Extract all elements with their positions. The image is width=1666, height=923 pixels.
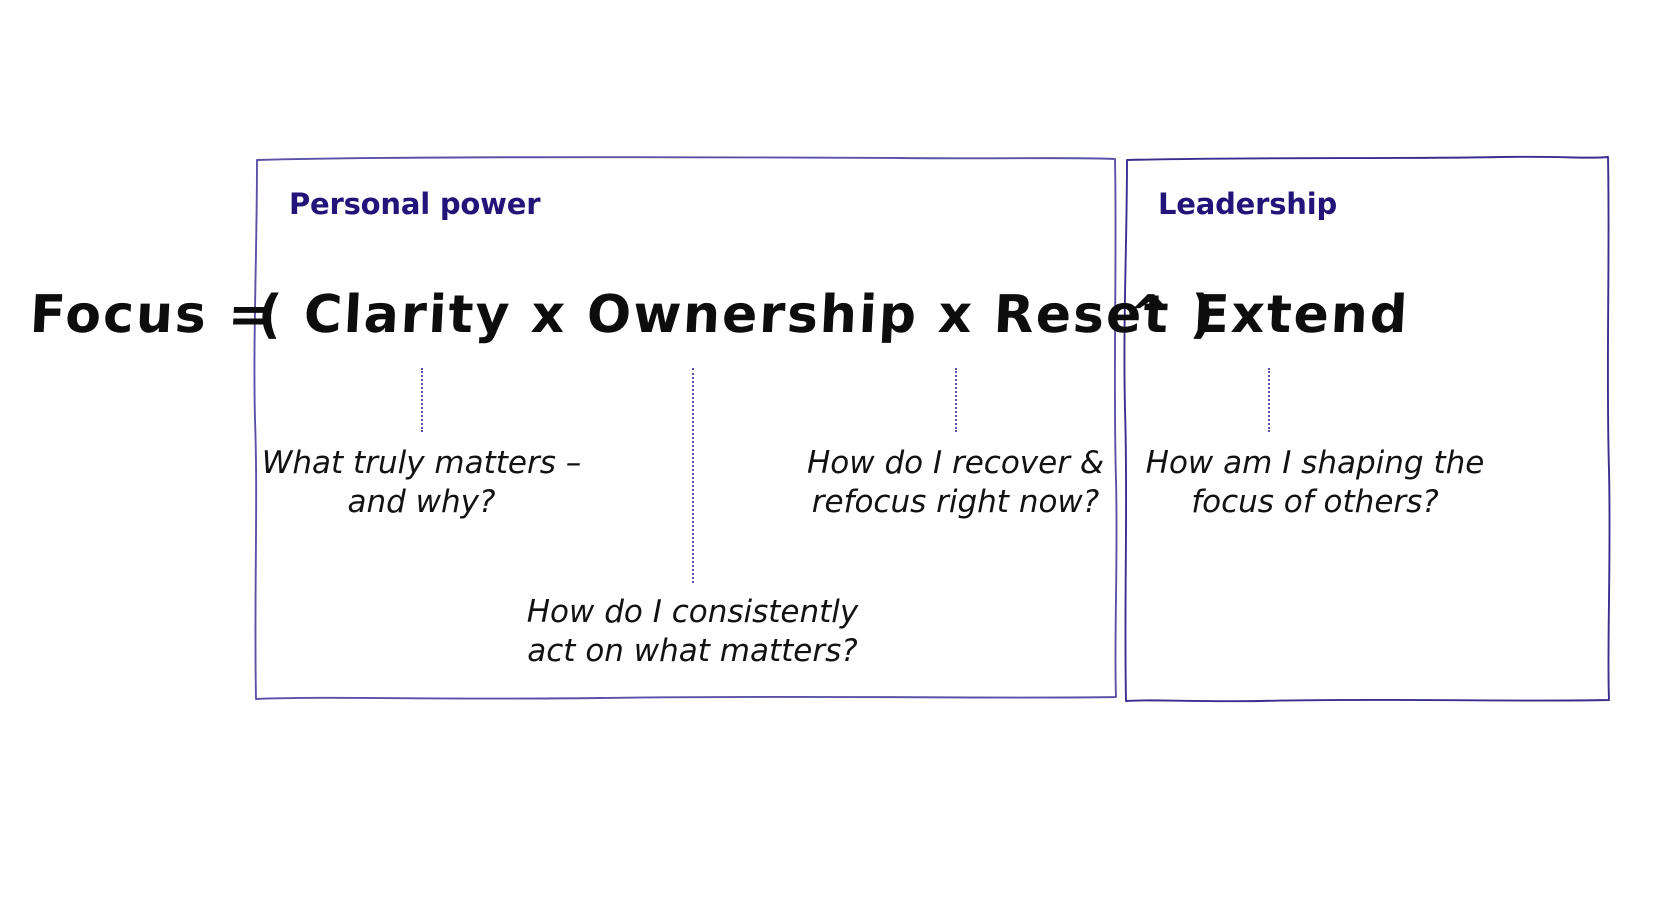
formula-left-hand-side: Focus = xyxy=(28,285,276,345)
section-label-leadership: Leadership xyxy=(1158,187,1338,221)
connector-line-reset xyxy=(955,368,957,432)
caption-reset: How do I recover & refocus right now? xyxy=(807,445,1104,520)
section-label-personal-power: Personal power xyxy=(289,187,541,221)
leadership-box-outline xyxy=(1123,155,1611,703)
connector-line-ownership xyxy=(692,368,694,583)
formula-core-expression: ( Clarity x Ownership x Reset ) xyxy=(256,285,1218,345)
caption-extend: How am I shaping the focus of others? xyxy=(1145,445,1485,520)
caption-ownership: How do I consistently act on what matter… xyxy=(526,594,859,669)
formula-exponent-extend: ^ Extend xyxy=(1126,285,1411,345)
connector-line-extend xyxy=(1268,368,1270,432)
caption-clarity: What truly matters – and why? xyxy=(261,445,582,520)
connector-line-clarity xyxy=(421,368,423,432)
